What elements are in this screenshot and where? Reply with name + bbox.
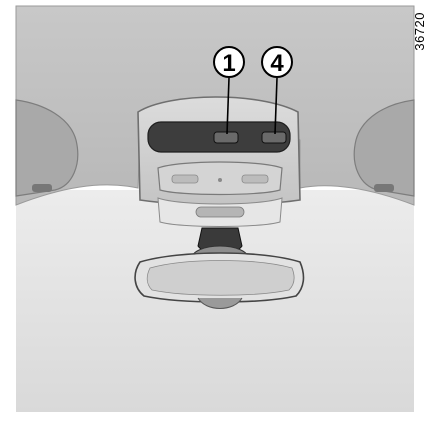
- callout-1: 1: [214, 47, 244, 77]
- figure-reference-code: 36720: [412, 12, 427, 51]
- button-left[interactable]: [214, 132, 238, 143]
- button-right[interactable]: [262, 132, 286, 143]
- callout-4-label: 4: [270, 50, 284, 77]
- callout-1-label: 1: [222, 50, 235, 77]
- lower-lamp: [196, 207, 244, 217]
- callout-4: 4: [262, 47, 292, 77]
